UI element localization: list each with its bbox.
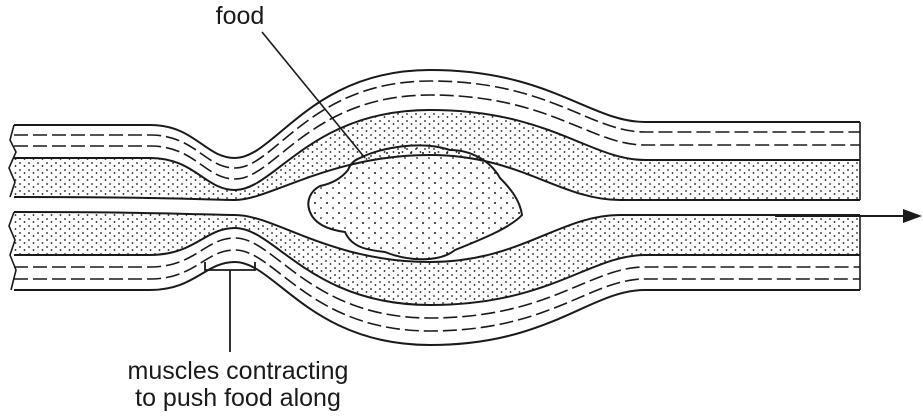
food-leader-line (262, 32, 365, 158)
food-label: food (200, 3, 280, 30)
muscle-bracket (205, 262, 255, 352)
muscles-label-line-2: to push food along (118, 385, 358, 412)
muscles-label-line-1: muscles contracting (118, 358, 358, 385)
muscles-label: muscles contracting to push food along (118, 358, 358, 412)
